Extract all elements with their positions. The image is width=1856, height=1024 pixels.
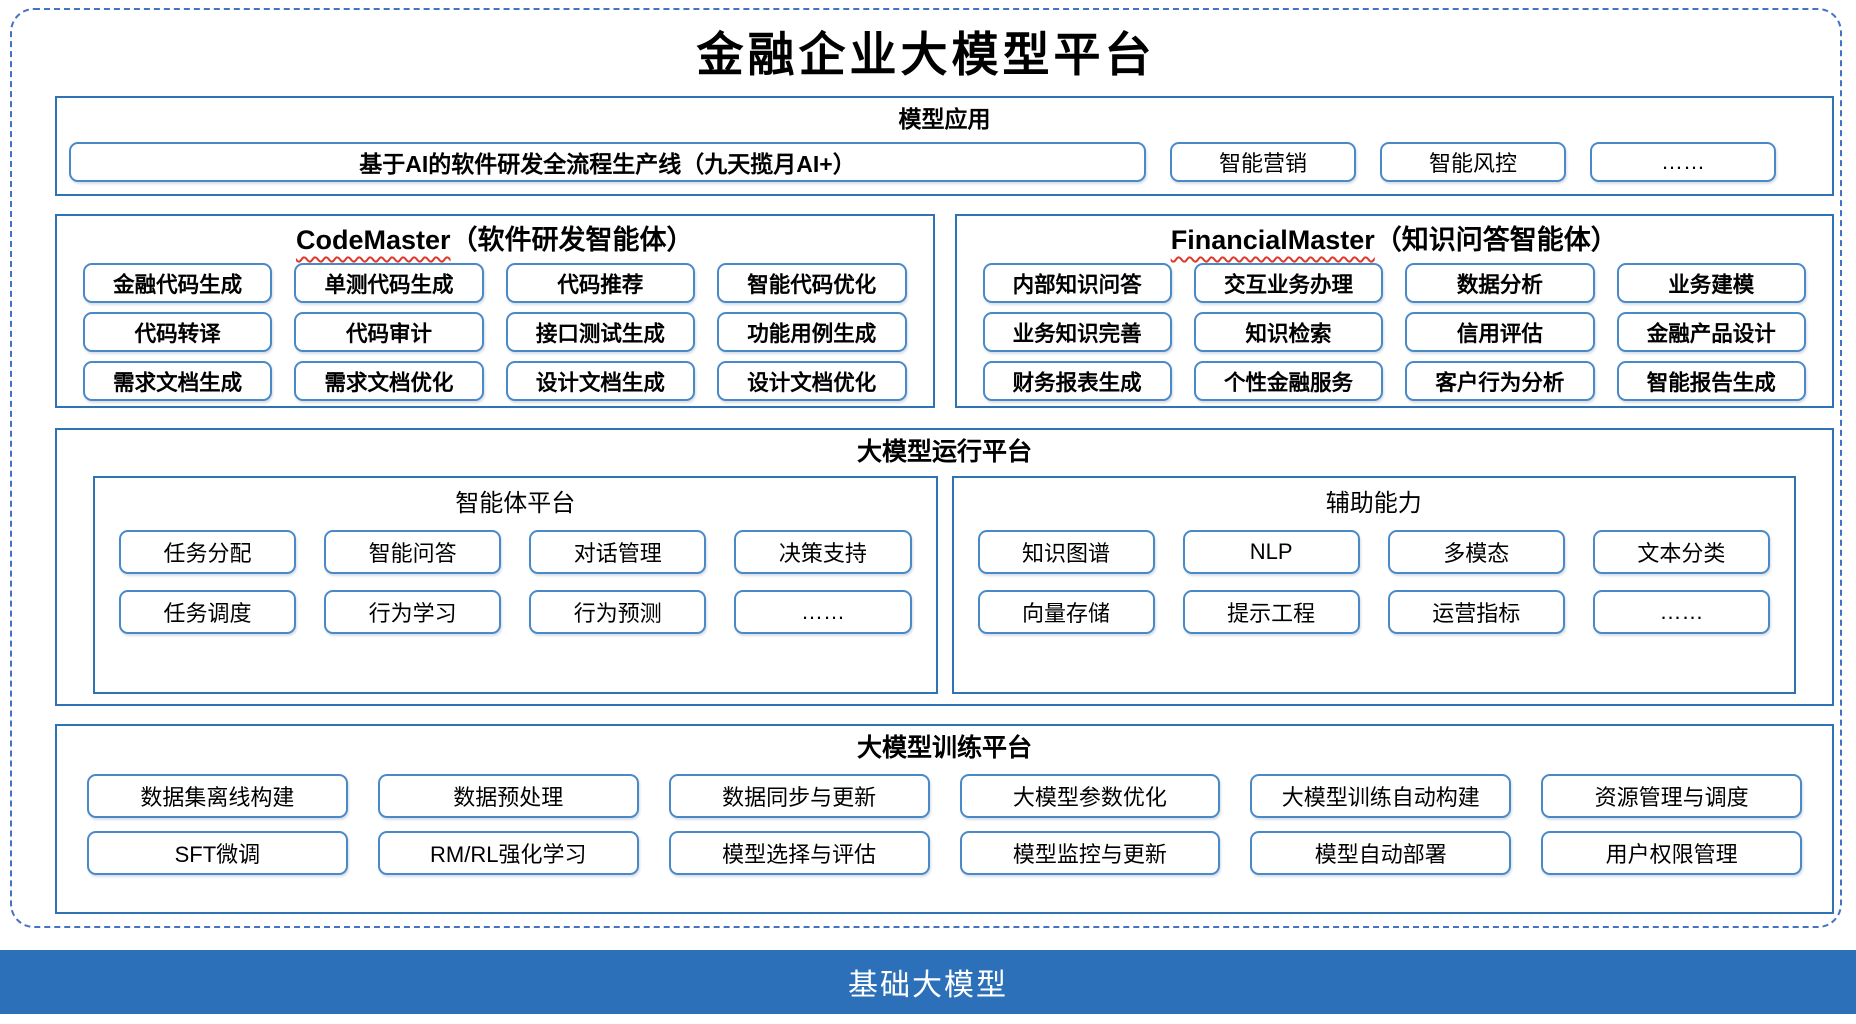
capability-box: 金融代码生成: [83, 263, 273, 303]
capability-box: 业务知识完善: [982, 312, 1172, 352]
capability-box: 信用评估: [1405, 312, 1595, 352]
platform-diagram-frame: 金融企业大模型平台 模型应用 基于AI的软件研发全流程生产线（九天揽月AI+） …: [10, 8, 1842, 928]
capability-box: 内部知识问答: [982, 263, 1172, 303]
capability-box: 知识图谱: [977, 530, 1155, 574]
capability-box: 任务分配: [119, 530, 297, 574]
capability-box: 模型选择与评估: [668, 831, 930, 875]
capability-box: 代码转译: [83, 312, 273, 352]
aux-capability-box: 辅助能力 知识图谱 NLP 多模态文本分类向量存储提示工程运营指标 ……: [951, 476, 1796, 694]
capability-box: 行为预测: [529, 590, 707, 634]
runtime-platform-header: 大模型运行平台: [856, 438, 1032, 466]
financial-master-title-en: FinancialMaster: [1170, 225, 1375, 255]
capability-box: 多模态: [1387, 530, 1565, 574]
capability-box: 决策支持: [734, 530, 912, 574]
section-code-master: CodeMaster（软件研发智能体） 金融代码生成单测代码生成代码推荐智能代码…: [55, 214, 935, 408]
capability-box: 代码审计: [294, 312, 484, 352]
code-master-title: CodeMaster（软件研发智能体）: [57, 223, 933, 257]
capability-box: 模型监控与更新: [959, 831, 1221, 875]
capability-box: 设计文档生成: [505, 361, 696, 401]
aux-capability-header: 辅助能力: [1325, 490, 1422, 517]
capability-box: 个性金融服务: [1193, 361, 1384, 401]
capability-box: 需求文档生成: [83, 361, 273, 401]
code-master-grid: 金融代码生成单测代码生成代码推荐智能代码优化代码转译代码审计接口测试生成功能用例…: [57, 257, 933, 401]
capability-box: 客户行为分析: [1405, 361, 1595, 401]
capability-box: 大模型训练自动构建: [1250, 774, 1512, 818]
aux-capability-grid: 知识图谱 NLP 多模态文本分类向量存储提示工程运营指标 ……: [954, 520, 1795, 634]
financial-master-title-zh: （知识问答智能体）: [1374, 225, 1618, 255]
capability-box: 交互业务办理: [1193, 263, 1384, 303]
capability-box: NLP: [1182, 530, 1360, 574]
capability-box: 用户权限管理: [1541, 831, 1802, 875]
capability-box: 智能营销: [1170, 142, 1356, 182]
capability-box: ……: [734, 590, 912, 634]
capability-box: 任务调度: [119, 590, 297, 634]
capability-box: SFT微调: [87, 831, 348, 875]
runtime-row: 智能体平台 任务分配智能问答对话管理决策支持任务调度行为学习行为预测 …… 辅助能…: [57, 468, 1832, 694]
agent-platform-header: 智能体平台: [455, 490, 576, 517]
capability-box: 数据分析: [1405, 263, 1595, 303]
capability-box: 金融产品设计: [1616, 312, 1806, 352]
capability-box: 财务报表生成: [982, 361, 1172, 401]
page-title: 金融企业大模型平台: [696, 28, 1156, 83]
capability-box: 业务建模: [1616, 263, 1806, 303]
capability-box: 需求文档优化: [294, 361, 484, 401]
capability-box: 向量存储: [977, 590, 1155, 634]
capability-box: 智能报告生成: [1616, 361, 1806, 401]
capability-box: 接口测试生成: [505, 312, 696, 352]
capability-box: 模型自动部署: [1250, 831, 1512, 875]
capability-box: 数据集离线构建: [87, 774, 348, 818]
capability-box: 运营指标: [1387, 590, 1565, 634]
training-platform-header: 大模型训练平台: [856, 734, 1032, 762]
capability-box: 大模型参数优化: [959, 774, 1221, 818]
capability-box: 对话管理: [529, 530, 707, 574]
capability-box: 设计文档优化: [717, 361, 907, 401]
section-training-platform: 大模型训练平台 数据集离线构建数据预处理数据同步与更新大模型参数优化大模型训练自…: [55, 724, 1834, 914]
foundation-model-label: 基础大模型: [848, 969, 1008, 1002]
capability-box: 行为学习: [324, 590, 502, 634]
capability-box: 资源管理与调度: [1541, 774, 1802, 818]
capability-box: 知识检索: [1193, 312, 1384, 352]
capability-box: 文本分类: [1592, 530, 1770, 574]
capability-box: 功能用例生成: [717, 312, 907, 352]
section-runtime-platform: 大模型运行平台 智能体平台 任务分配智能问答对话管理决策支持任务调度行为学习行为…: [55, 428, 1834, 706]
agent-platform-grid: 任务分配智能问答对话管理决策支持任务调度行为学习行为预测 ……: [95, 520, 936, 634]
capability-box: 数据同步与更新: [668, 774, 930, 818]
capability-box: ……: [1592, 590, 1770, 634]
section-financial-master: FinancialMaster（知识问答智能体） 内部知识问答交互业务办理数据分…: [954, 214, 1834, 408]
ai-pipeline-box: 基于AI的软件研发全流程生产线（九天揽月AI+）: [69, 142, 1146, 182]
capability-box: RM/RL强化学习: [377, 831, 639, 875]
financial-master-grid: 内部知识问答交互业务办理数据分析业务建模业务知识完善知识检索信用评估金融产品设计…: [957, 257, 1833, 401]
agents-row: CodeMaster（软件研发智能体） 金融代码生成单测代码生成代码推荐智能代码…: [55, 214, 1834, 408]
model-applications-row: 基于AI的软件研发全流程生产线（九天揽月AI+） 智能营销智能风控 ……: [57, 134, 1832, 182]
code-master-title-en: CodeMaster: [295, 225, 451, 255]
foundation-model-bar: 基础大模型: [0, 950, 1856, 1014]
capability-box: 智能代码优化: [717, 263, 907, 303]
capability-box: 提示工程: [1182, 590, 1360, 634]
capability-box: 代码推荐: [505, 263, 696, 303]
capability-box: 数据预处理: [377, 774, 639, 818]
capability-box: 智能问答: [324, 530, 502, 574]
section-model-applications: 模型应用 基于AI的软件研发全流程生产线（九天揽月AI+） 智能营销智能风控 ……: [55, 96, 1834, 196]
capability-box: 智能风控: [1380, 142, 1566, 182]
model-applications-header: 模型应用: [898, 106, 991, 132]
agent-platform-box: 智能体平台 任务分配智能问答对话管理决策支持任务调度行为学习行为预测 ……: [93, 476, 938, 694]
code-master-title-zh: （软件研发智能体）: [450, 225, 694, 255]
model-applications-items: 智能营销智能风控 ……: [1170, 142, 1776, 182]
training-platform-grid: 数据集离线构建数据预处理数据同步与更新大模型参数优化大模型训练自动构建资源管理与…: [57, 764, 1832, 875]
capability-box: ……: [1590, 142, 1776, 182]
financial-master-title: FinancialMaster（知识问答智能体）: [957, 223, 1833, 257]
capability-box: 单测代码生成: [294, 263, 484, 303]
